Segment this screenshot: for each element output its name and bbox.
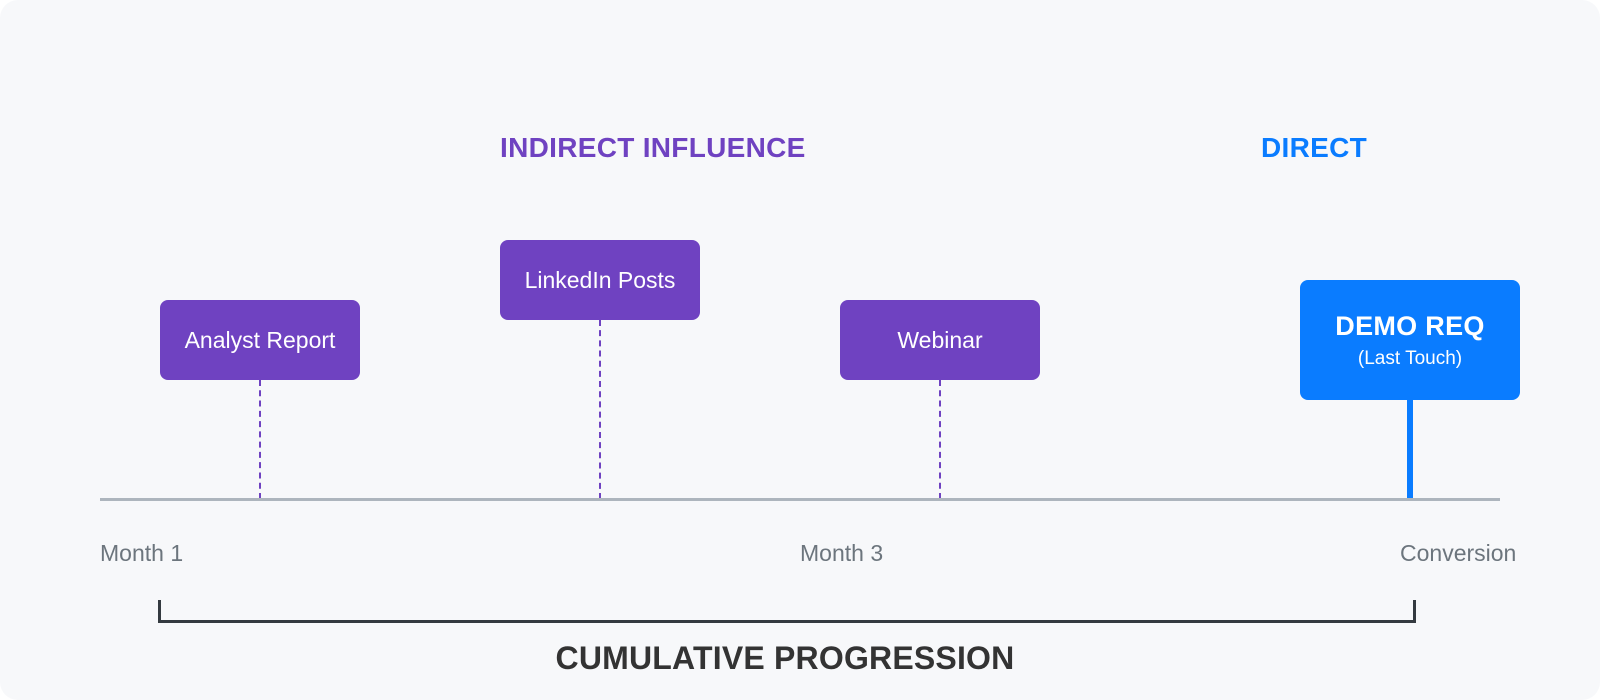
connector-analyst-report	[259, 380, 261, 499]
connector-webinar	[939, 380, 941, 499]
tick-month-3: Month 3	[800, 540, 884, 566]
touchpoint-webinar: Webinar	[840, 300, 1040, 380]
touchpoint-sublabel: (Last Touch)	[1357, 347, 1463, 369]
touchpoint-demo-request: DEMO REQ (Last Touch)	[1300, 280, 1520, 400]
timeline-axis	[100, 498, 1500, 501]
direct-heading: DIRECT	[1261, 132, 1368, 163]
indirect-influence-heading: INDIRECT INFLUENCE	[500, 132, 806, 163]
cumulative-progression-label: CUMULATIVE PROGRESSION	[555, 640, 1015, 676]
touchpoint-label: Webinar	[897, 326, 983, 353]
tick-conversion: Conversion	[1400, 540, 1517, 566]
touchpoint-linkedin-posts: LinkedIn Posts	[500, 240, 700, 320]
connector-linkedin-posts	[599, 320, 601, 499]
tick-month-1: Month 1	[100, 540, 184, 566]
connector-demo-request	[1407, 400, 1413, 500]
touchpoint-label: Analyst Report	[184, 326, 336, 353]
touchpoint-analyst-report: Analyst Report	[160, 300, 360, 380]
touchpoint-label: LinkedIn Posts	[524, 266, 676, 293]
progression-bracket	[158, 600, 1416, 623]
touchpoint-label: DEMO REQ	[1335, 310, 1485, 341]
